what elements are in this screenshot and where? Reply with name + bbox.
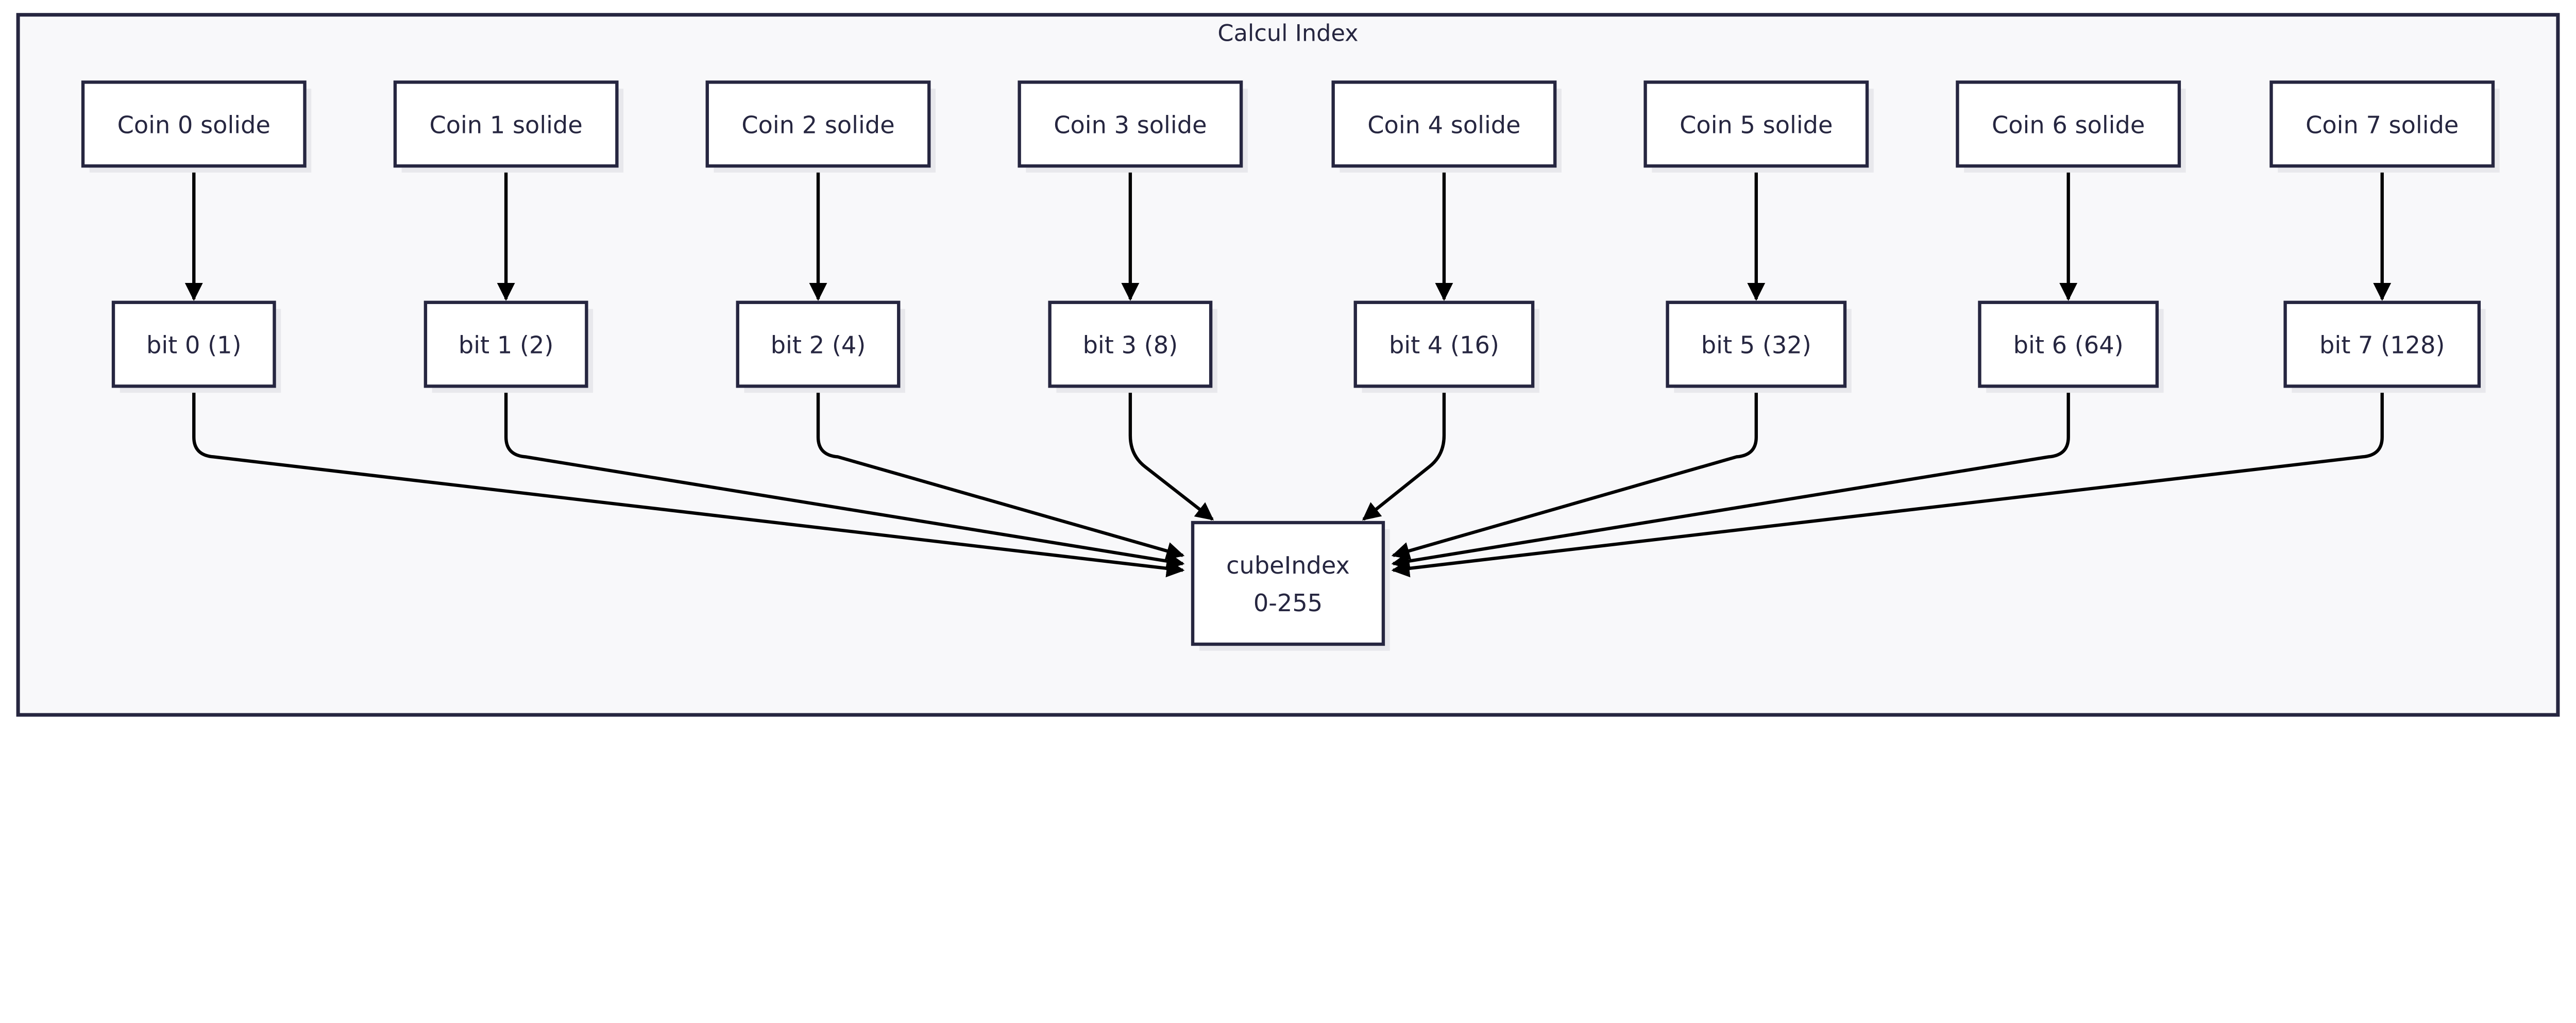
edge-bit-2-to-cubeindex [816,386,1185,560]
node-box [1643,80,1869,168]
edge-bit-3-to-cubeindex [1128,386,1214,521]
node-box [1191,521,1385,646]
node-label: Coin 4 solide [1367,111,1520,139]
node-box [2269,80,2495,168]
node-label: bit 2 (4) [771,331,866,359]
bit-node-7: bit 7 (128) [2283,300,2486,393]
node-label: 0-255 [1253,589,1323,617]
edge-bit-7-to-cubeindex [1391,386,2384,578]
node-box [111,300,276,388]
node-label: bit 7 (128) [2319,331,2445,359]
corner-node-1: Coin 1 solide [393,80,624,173]
node-label: Coin 1 solide [429,111,582,139]
edge-bit-0-to-cubeindex [192,386,1185,578]
node-box [736,300,901,388]
edge-bit-5-to-cubeindex [1391,386,1758,560]
nodes: Coin 0 solide bit 0 (1) Coin 1 solide bit 1… [81,80,2500,651]
node-box [1956,80,2181,168]
bit-node-3: bit 3 (8) [1048,300,1217,393]
corner-node-6: Coin 6 solide [1956,80,2186,173]
node-label: Coin 3 solide [1054,111,1207,139]
node-label: bit 3 (8) [1083,331,1178,359]
corner-node-7: Coin 7 solide [2269,80,2500,173]
node-label: bit 6 (64) [2013,331,2124,359]
node-label: Coin 6 solide [1992,111,2145,139]
bit-node-1: bit 1 (2) [423,300,594,393]
corner-node-4: Coin 4 solide [1331,80,1562,173]
corner-node-2: Coin 2 solide [705,80,936,173]
node-box [1353,300,1535,388]
node-label: Coin 5 solide [1680,111,1833,139]
node-box [1048,300,1213,388]
node-label: cubeIndex [1226,551,1350,579]
node-box [1018,80,1243,168]
node-box [1666,300,1847,388]
node-box [423,300,588,388]
node-label: bit 0 (1) [146,331,242,359]
edge-bit-1-to-cubeindex [504,386,1185,570]
edge-bit-4-to-cubeindex [1362,386,1446,521]
bit-node-6: bit 6 (64) [1978,300,2164,393]
corner-node-0: Coin 0 solide [81,80,312,173]
bit-node-5: bit 5 (32) [1666,300,1852,393]
edges [184,166,2392,578]
node-box [705,80,931,168]
edge-bit-6-to-cubeindex [1391,386,2070,570]
node-box [81,80,307,168]
node-box [393,80,619,168]
node-label: bit 4 (16) [1389,331,1499,359]
node-label: bit 1 (2) [459,331,554,359]
node-label: Coin 0 solide [117,111,270,139]
node-box [1331,80,1557,168]
cubeindex-node: cubeIndex 0-255 [1191,521,1390,651]
node-label: Coin 2 solide [741,111,894,139]
bit-node-4: bit 4 (16) [1353,300,1539,393]
bit-node-0: bit 0 (1) [111,300,281,393]
corner-node-3: Coin 3 solide [1018,80,1248,173]
corner-node-5: Coin 5 solide [1643,80,1874,173]
cluster-title: Calcul Index [1217,20,1358,47]
node-box [1978,300,2159,388]
node-label: bit 5 (32) [1701,331,1811,359]
bit-node-2: bit 2 (4) [736,300,906,393]
node-label: Coin 7 solide [2306,111,2459,139]
node-box [2283,300,2481,388]
